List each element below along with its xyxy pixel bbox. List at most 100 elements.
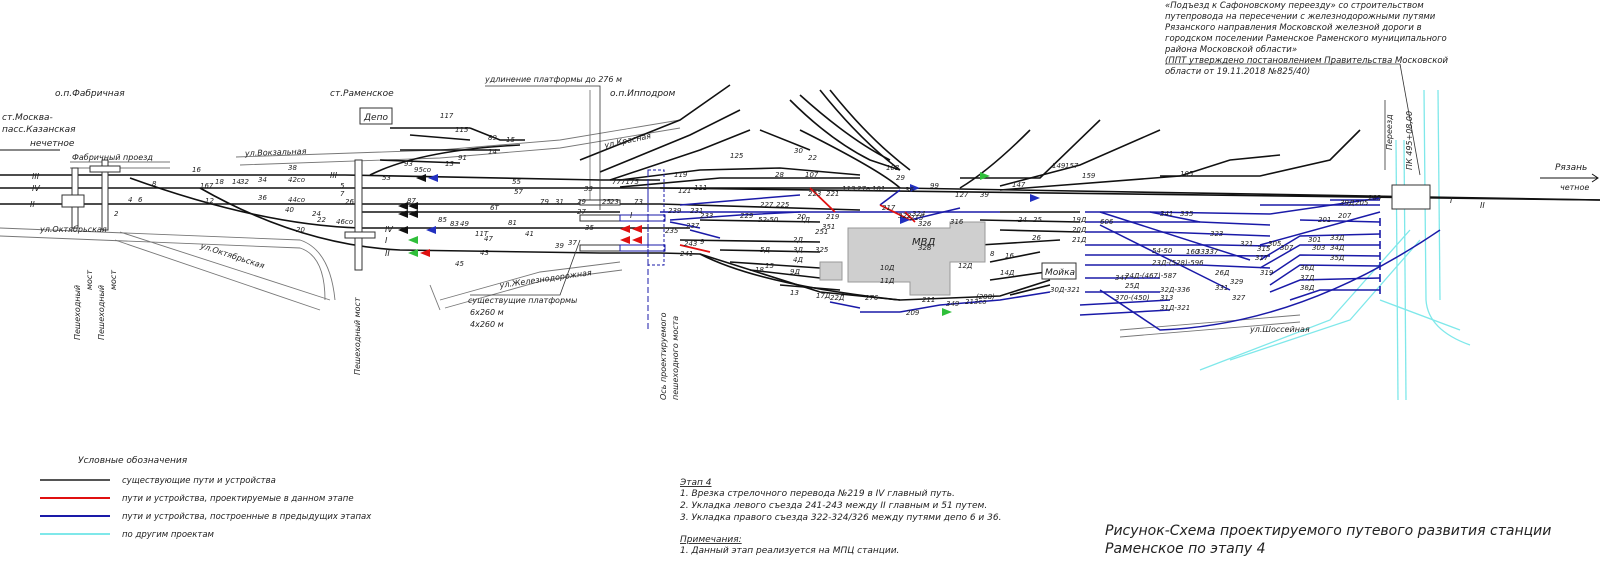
track-number: 27 [577, 208, 586, 216]
track-number: 229 [740, 212, 754, 220]
track-number: 22 [808, 154, 817, 162]
track-label: I [385, 236, 388, 245]
track-number: 24 [1018, 216, 1027, 224]
track-number: 3Д [793, 246, 803, 254]
track-number: 31 [555, 198, 564, 206]
track-number: 77 [612, 178, 621, 186]
track-number: 111 [694, 184, 707, 192]
notes-title: Примечания: [680, 535, 742, 545]
track-number: 12 [0, 0, 9, 2]
track-number: 331 [1215, 284, 1228, 292]
track-number: 24Д-(467)-587 [1125, 272, 1177, 280]
track-number: 29 [896, 174, 905, 182]
track-number: 221 [826, 190, 839, 198]
direction-right-2: четное [1560, 183, 1589, 192]
track-number: 33Д [1330, 234, 1345, 242]
other-project-lines [1199, 89, 1471, 401]
legend-item-label: по другим проектам [122, 530, 215, 540]
track-number: 167 [200, 182, 214, 190]
track-number: 95со [414, 166, 431, 174]
track-number: 39Д [1340, 199, 1355, 207]
track-number: 20 [296, 226, 305, 234]
track-number: 99 [930, 182, 939, 190]
track-number: 8 [990, 250, 995, 258]
track-number: 25 [1033, 216, 1042, 224]
track-number: 43 [480, 249, 489, 257]
track-number: 317 [1255, 254, 1269, 262]
track-number: 322 [898, 212, 912, 220]
track-number: 8 [152, 180, 157, 188]
caption: Рисунок-Схема проектируемого путевого ра… [1105, 523, 1551, 557]
legend-item-label: пути и устройства, проектируемые в данно… [122, 494, 354, 504]
track-number: 347 [1115, 274, 1129, 282]
track-number: 35 [585, 224, 594, 232]
street-fabrichny: Фабричный проезд [72, 153, 153, 162]
track-number: 243 [684, 240, 697, 248]
stage-item: 2. Укладка левого съезда 241-243 между I… [680, 501, 987, 511]
track-number: 209 [906, 309, 920, 317]
track-label: II [30, 200, 35, 209]
track-number: 125 [730, 152, 744, 160]
track-number: 23 [610, 198, 619, 206]
track-number: 9Д [790, 268, 800, 276]
station-fabrichnaya: о.п.Фабричная [55, 89, 125, 99]
track-number: 237 [686, 222, 700, 230]
track-number: 227 [760, 201, 774, 209]
track-number: 14 [488, 148, 497, 156]
track-number: 19Д [1072, 216, 1087, 224]
track-number: 22 [317, 216, 326, 224]
label-existing-platforms: существущие платформы [468, 296, 577, 305]
track-number: 37Д [1300, 274, 1315, 282]
track-number: 36Д [1300, 264, 1315, 272]
track-number: 18 [215, 178, 224, 186]
track-number: 52-50 [758, 216, 779, 224]
track-number: 5 [340, 182, 345, 190]
track-number: 45 [455, 260, 464, 268]
track-number: 101 [872, 185, 885, 193]
track-number: 14Д [1000, 269, 1015, 277]
track-number: 217 [882, 204, 896, 212]
track-number: 370-(450) [1115, 294, 1150, 302]
direction-left-3: нечетное [30, 139, 75, 149]
track-number: 105 [1180, 170, 1194, 178]
track-number: 1Д [800, 216, 810, 224]
legend-item-label: существующие пути и устройства [122, 476, 276, 486]
track-number: 337 [1205, 248, 1219, 256]
track-number: 25Д [1125, 282, 1140, 290]
legend: Условные обозначения существующие пути и… [78, 456, 372, 540]
track-number: 17Д [816, 292, 831, 300]
track-number: 55 [512, 178, 521, 186]
stage-tracks [679, 187, 916, 253]
label-platform-ext: удлинение платформы до 276 м [484, 75, 622, 84]
track-number: 315 [1257, 245, 1271, 253]
track-number: 207 [1338, 212, 1352, 220]
track-number: 316 [950, 218, 964, 226]
track-number: 339 [0, 0, 14, 2]
station-ippodrom: о.п.Ипподром [610, 89, 676, 99]
stage-title: Этап 4 [679, 478, 712, 488]
track-number: 223 [808, 190, 821, 198]
legend-symbols [40, 479, 110, 535]
bridges [61, 159, 1431, 271]
street-vokzalnaya: ул.Вокзальная [244, 147, 307, 158]
track-number: 251 [815, 228, 828, 236]
track-number: 329 [1230, 278, 1244, 286]
track-label: I [1450, 196, 1453, 205]
track-label: IV [32, 184, 40, 193]
track-number: 26Д [1215, 269, 1230, 277]
track-number: 349 [946, 300, 960, 308]
label-depo: Депо [363, 113, 388, 123]
track-label: IV [385, 225, 393, 234]
track-number: 12 [205, 197, 214, 205]
track-number: 5Д [760, 246, 770, 254]
track-number: 325 [815, 246, 829, 254]
previous-stage-tracks [660, 189, 1441, 331]
project-note-line: области от 19.11.2018 №825/40) [1165, 67, 1310, 77]
label-ped-bridge: мост [109, 270, 118, 290]
track-number: 213со [965, 298, 987, 306]
track-number: 79 [540, 198, 549, 206]
track-number: 328 [918, 244, 932, 252]
